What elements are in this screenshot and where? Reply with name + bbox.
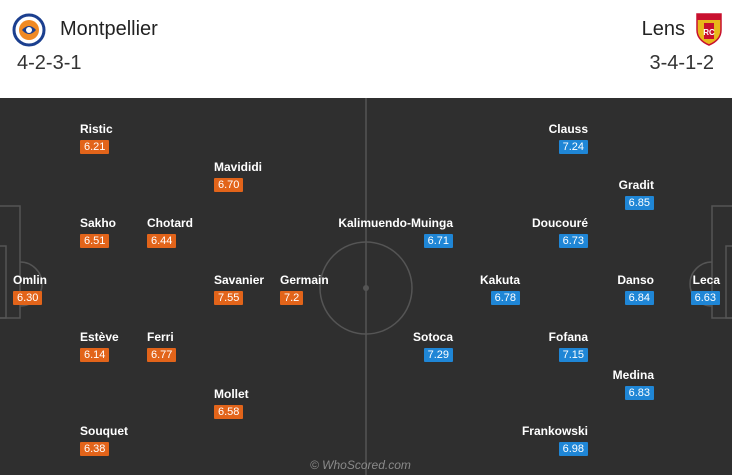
home-team-name[interactable]: Montpellier xyxy=(60,18,158,40)
player-name: Clauss xyxy=(548,122,588,136)
away-formation: 3-4-1-2 xyxy=(649,52,714,74)
player-rating: 7.2 xyxy=(280,291,304,305)
player-name: Omlin xyxy=(13,273,48,287)
player-name: Ristic xyxy=(80,122,113,136)
player-rating: 7.15 xyxy=(558,348,588,362)
player-rating: 6.58 xyxy=(214,405,244,419)
player-rating: 6.51 xyxy=(80,234,110,248)
player-rating: 7.55 xyxy=(214,291,244,305)
player-rating: 6.38 xyxy=(80,442,110,456)
player-name: Medina xyxy=(612,368,654,382)
player-name: Savanier xyxy=(214,273,265,287)
player-name: Frankowski xyxy=(521,424,588,438)
montpellier-crest-icon[interactable] xyxy=(12,12,46,48)
player-rating: 6.21 xyxy=(80,140,110,154)
match-header: Montpellier 4-2-3-1 Lens RC 3-4-1-2 xyxy=(0,0,732,96)
player-rating: 6.83 xyxy=(624,386,654,400)
player-rating: 6.63 xyxy=(690,291,720,305)
player-rating: 6.44 xyxy=(147,234,177,248)
player-name: Leca xyxy=(692,273,720,287)
player-name: Souquet xyxy=(80,424,128,438)
player-rating: 6.70 xyxy=(214,178,244,192)
player-rating: 7.24 xyxy=(558,140,588,154)
player-rating: 6.77 xyxy=(147,348,177,362)
home-formation: 4-2-3-1 xyxy=(17,52,82,74)
player-name: Sotoca xyxy=(412,330,453,344)
away-team-name[interactable]: Lens xyxy=(641,18,685,40)
player-name: Estève xyxy=(80,330,119,344)
player-rating: 6.73 xyxy=(558,234,588,248)
player-name: Chotard xyxy=(147,216,193,230)
player-rating: 6.98 xyxy=(558,442,588,456)
player-name: Gradit xyxy=(618,178,654,192)
whoscored-watermark: © WhoScored.com xyxy=(310,458,411,472)
player-name: Kalimuendo-Muinga xyxy=(338,216,453,230)
player-name: Kakuta xyxy=(479,273,520,287)
player-name: Mavididi xyxy=(214,160,263,174)
player-rating: 7.29 xyxy=(423,348,453,362)
player-rating: 6.30 xyxy=(13,291,43,305)
player-name: Sakho xyxy=(80,216,117,230)
player-name: Mollet xyxy=(214,387,249,401)
player-rating: 6.71 xyxy=(423,234,453,248)
player-name: Danso xyxy=(617,273,654,287)
player-name: Germain xyxy=(280,273,329,287)
player-rating: 6.78 xyxy=(490,291,520,305)
player-rating: 6.14 xyxy=(80,348,110,362)
player-rating: 6.85 xyxy=(624,196,654,210)
lens-crest-icon[interactable]: RC xyxy=(695,12,729,48)
player-name: Ferri xyxy=(147,330,174,344)
svg-text:RC: RC xyxy=(703,28,715,37)
player-rating: 6.84 xyxy=(624,291,654,305)
pitch: Ristic 6.21 Mavididi 6.70 Sakho 6.51 Cho… xyxy=(0,98,732,475)
player-name: Doucouré xyxy=(531,216,588,230)
player-name: Fofana xyxy=(548,330,588,344)
